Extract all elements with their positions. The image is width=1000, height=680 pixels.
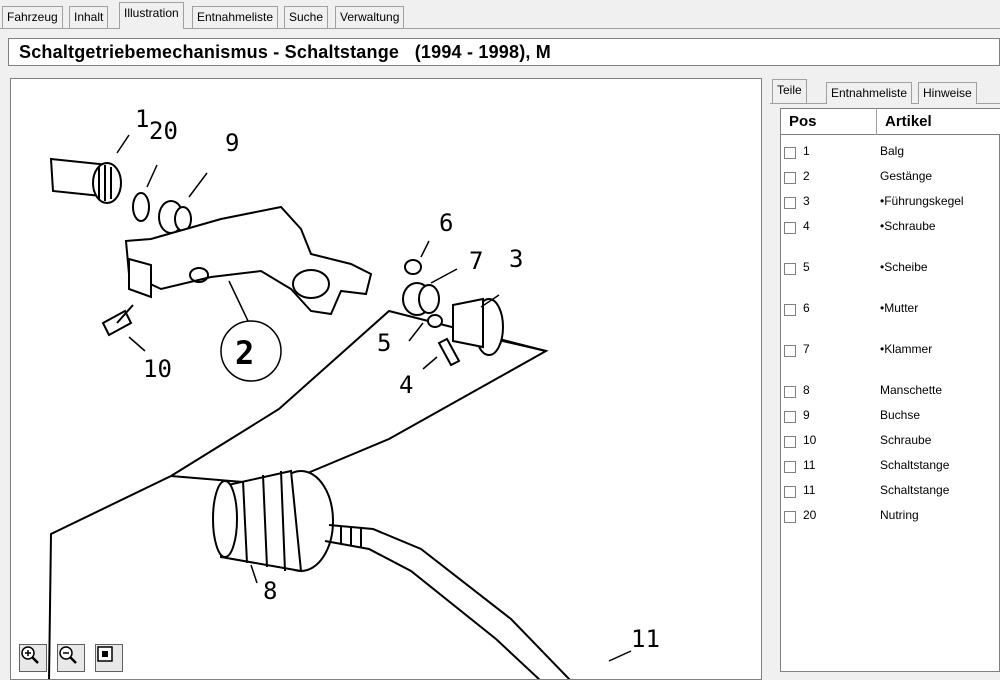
row-artikel: Gestänge [880,169,933,183]
diagram-outline [48,134,632,679]
table-row[interactable]: 10 Schraube [781,430,1000,452]
row-artikel: •Führungskegel [880,194,964,208]
column-header-pos[interactable]: Pos [781,109,877,135]
parts-table: Pos Artikel 1 Balg 2 Gestänge 3 •Führungskege… [780,108,1000,672]
callout-9: 9 [225,129,239,157]
row-pos: 6 [803,301,810,315]
tab-hinweise[interactable]: Hinweise [918,82,977,104]
tab-baseline [0,28,1000,29]
exploded-diagram: 1 20 9 6 7 3 2 10 5 4 8 11 [48,105,660,679]
callout-8: 8 [263,577,277,605]
table-row[interactable]: 9 Buchse [781,405,1000,427]
table-header: Pos Artikel [781,109,1000,135]
row-checkbox[interactable] [784,304,796,316]
row-checkbox[interactable] [784,345,796,357]
row-artikel: Schaltstange [880,458,950,472]
row-pos: 7 [803,342,810,356]
row-pos: 1 [803,144,810,158]
page-title: Schaltgetriebemechanismus - Schaltstange… [19,42,551,62]
row-pos: 11 [803,483,816,497]
callout-7: 7 [469,247,483,275]
column-header-artikel[interactable]: Artikel [885,113,932,130]
row-pos: 8 [803,383,810,397]
row-checkbox[interactable] [784,147,796,159]
table-row[interactable]: 1 Balg [781,141,1000,163]
row-artikel: Balg [880,144,905,158]
zoom-in-icon [21,646,39,664]
row-pos: 5 [803,260,810,274]
illustration-panel[interactable]: 1 20 9 6 7 3 2 10 5 4 8 11 [10,78,762,680]
row-pos: 2 [803,169,810,183]
table-row[interactable]: 4 •Schraube [781,216,1000,238]
tab-entnahmeliste[interactable]: Entnahmeliste [192,6,279,28]
row-pos: 20 [803,508,817,522]
page-title-bar: Schaltgetriebemechanismus - Schaltstange… [8,38,1000,66]
callout-10: 10 [143,355,172,383]
table-row[interactable]: 8 Manschette [781,380,1000,402]
row-artikel: Manschette [880,383,943,397]
callout-6: 6 [439,209,453,237]
row-checkbox[interactable] [784,411,796,423]
row-pos: 9 [803,408,810,422]
fit-to-window-button[interactable] [95,644,123,672]
fit-to-window-icon [97,646,113,662]
tab-side-entnahmeliste[interactable]: Entnahmeliste [826,82,913,104]
tab-teile[interactable]: Teile [772,79,807,103]
table-row[interactable]: 7 •Klammer [781,339,1000,361]
row-artikel: •Schraube [880,219,936,233]
row-checkbox[interactable] [784,486,796,498]
row-checkbox[interactable] [784,172,796,184]
tab-verwaltung[interactable]: Verwaltung [335,6,405,28]
row-artikel: Nutring [880,508,919,522]
table-row[interactable]: 3 •Führungskegel [781,191,1000,213]
row-pos: 11 [803,458,816,472]
main-tab-bar: Fahrzeug Inhalt Illustration Entnahmelis… [0,0,1000,30]
tab-illustration[interactable]: Illustration [119,2,184,29]
row-pos: 3 [803,194,810,208]
tab-inhalt[interactable]: Inhalt [69,6,109,28]
callout-2: 2 [235,334,254,372]
table-row[interactable]: 11 Schaltstange [781,480,1000,502]
row-artikel: Schraube [880,433,932,447]
row-artikel: •Scheibe [880,260,928,274]
row-checkbox[interactable] [784,436,796,448]
row-artikel: •Mutter [880,301,919,315]
tab-fahrzeug[interactable]: Fahrzeug [2,6,63,28]
side-tab-bar: Teile Entnahmeliste Hinweise [770,78,1000,104]
row-artikel: Schaltstange [880,483,950,497]
callout-1: 1 [135,105,149,133]
callout-5: 5 [377,329,391,357]
callout-labels: 1 20 9 6 7 3 2 10 5 4 8 11 [135,105,660,653]
callout-11: 11 [631,625,660,653]
row-artikel: •Klammer [880,342,933,356]
row-checkbox[interactable] [784,222,796,234]
table-row[interactable]: 2 Gestänge [781,166,1000,188]
row-checkbox[interactable] [784,197,796,209]
tab-suche[interactable]: Suche [284,6,329,28]
zoom-out-icon [59,646,77,664]
row-checkbox[interactable] [784,263,796,275]
row-artikel: Buchse [880,408,921,422]
callout-3: 3 [509,245,523,273]
row-pos: 4 [803,219,810,233]
table-row[interactable]: 20 Nutring [781,505,1000,527]
table-row[interactable]: 11 Schaltstange [781,455,1000,477]
zoom-out-button[interactable] [57,644,85,672]
zoom-in-button[interactable] [19,644,47,672]
callout-4: 4 [399,371,413,399]
callout-20: 20 [149,117,178,145]
row-checkbox[interactable] [784,511,796,523]
table-row[interactable]: 6 •Mutter [781,298,1000,320]
row-checkbox[interactable] [784,461,796,473]
table-row[interactable]: 5 •Scheibe [781,257,1000,279]
row-pos: 10 [803,433,817,447]
row-checkbox[interactable] [784,386,796,398]
